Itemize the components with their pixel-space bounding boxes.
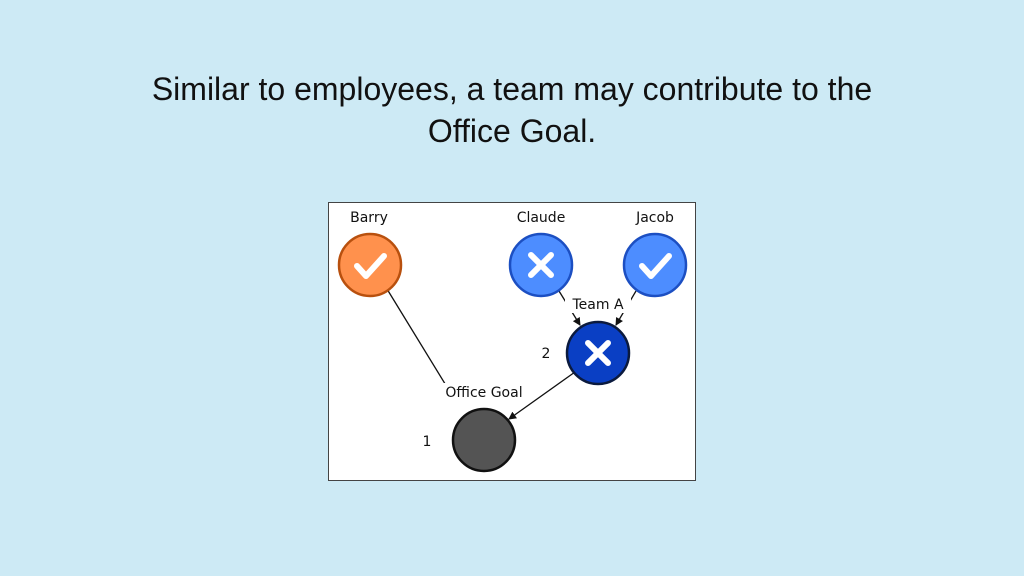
node-jacob: [622, 232, 688, 298]
node-barry: [337, 232, 403, 298]
node-label-barry: Barry: [350, 210, 388, 226]
check-icon: [639, 253, 672, 279]
node-label-office-goal: Office Goal: [445, 385, 522, 401]
goal-diagram-canvas: Barry Claude Jacob Team A 2 Office Goal …: [337, 210, 688, 473]
x-icon: [585, 340, 611, 366]
edge-barry-to-office-goal: [386, 288, 448, 388]
node-label-jacob: Jacob: [635, 210, 674, 226]
office-goal-label-background: [439, 383, 529, 401]
node-number-office-goal: 1: [423, 434, 432, 450]
node-office-goal: [451, 407, 517, 473]
slide-title: Similar to employees, a team may contrib…: [0, 68, 1024, 152]
goal-diagram: Barry Claude Jacob Team A 2 Office Goal …: [328, 202, 696, 481]
team-a-label-background: [565, 295, 631, 313]
node-label-claude: Claude: [517, 210, 566, 226]
slide-title-line-2: Office Goal.: [427, 113, 597, 149]
slide-title-line-1: Similar to employees, a team may contrib…: [151, 71, 873, 107]
check-icon: [354, 253, 387, 279]
node-label-team-a: Team A: [571, 297, 623, 313]
x-icon: [528, 252, 554, 278]
node-number-team-a: 2: [542, 346, 551, 362]
edge-team-a-to-office-goal: [508, 371, 576, 420]
